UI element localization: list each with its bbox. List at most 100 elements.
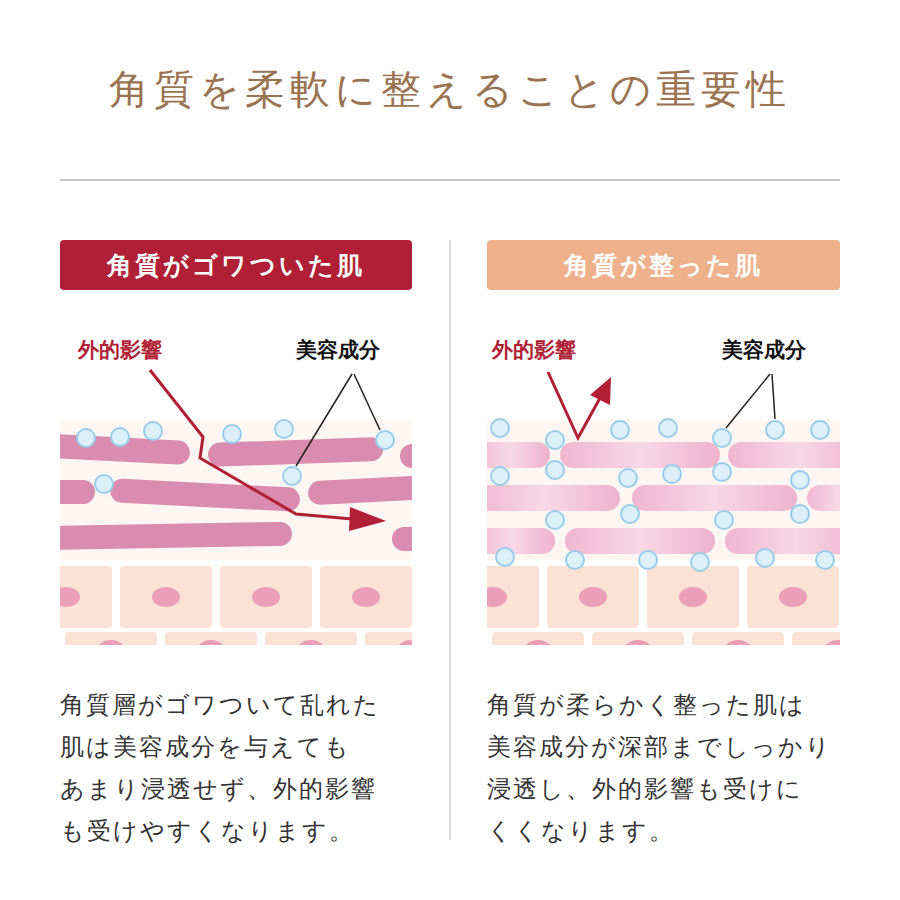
ingredient-dot (491, 419, 509, 437)
cell-layer (824, 640, 840, 645)
ingredient-dot (659, 419, 677, 437)
ingredient-label: 美容成分 (296, 336, 380, 364)
corneocyte (60, 433, 412, 551)
cell-layer (487, 566, 840, 645)
corneocyte (392, 527, 412, 551)
ingredient-dot (275, 420, 293, 438)
ingredient-dot (639, 551, 657, 569)
ingredient-dot (816, 551, 834, 569)
ingredient-dot (77, 429, 95, 447)
external-arrow (548, 372, 611, 438)
cell-layer (492, 632, 584, 645)
corneocyte (60, 480, 95, 504)
cell-layer (265, 632, 357, 645)
cell-layer (724, 640, 752, 645)
ingredient-dot (496, 548, 514, 566)
ingredient-dot (715, 511, 733, 529)
influence-label: 外的影響 (78, 336, 162, 364)
cell-layer (65, 632, 157, 645)
rough-skin (60, 420, 412, 645)
cell-layer (152, 587, 180, 607)
cell-layer (524, 640, 552, 645)
divider-line (60, 179, 840, 181)
ingredient-dot (621, 505, 639, 523)
external-arrow (150, 370, 386, 531)
corneocyte (565, 528, 715, 554)
cell-layer (60, 566, 412, 645)
cell-layer (197, 640, 225, 645)
ingredient-dot (566, 551, 584, 569)
header-text: 角質がゴワついた肌 (107, 249, 365, 282)
ingredient-dot (546, 461, 564, 479)
corneocyte (807, 485, 840, 511)
title: 角質を柔軟に整えることの重要性 (0, 62, 900, 117)
cell-layer (592, 632, 684, 645)
ingredient-dot (95, 475, 113, 493)
cell-layer (792, 632, 840, 645)
ingredient-dot (611, 421, 629, 439)
external-arrow (548, 372, 600, 438)
corneocyte (487, 485, 620, 511)
cell-layer (120, 566, 212, 628)
divider-line (449, 240, 451, 840)
header-band: 角質が整った肌 (487, 240, 840, 290)
cell-layer (487, 566, 539, 628)
corneocyte (487, 528, 555, 554)
ingredient-dot (491, 419, 834, 571)
leader-line (296, 374, 380, 466)
ingredient-dot (546, 431, 564, 449)
corneocyte (632, 485, 797, 511)
ingredient-dot (546, 511, 564, 529)
external-arrow (590, 377, 611, 405)
corneocyte (560, 442, 720, 468)
ingredient-dot (756, 549, 774, 567)
ingredient-dot (619, 469, 637, 487)
ingredient-dot (491, 467, 509, 485)
ingredient-dot (111, 428, 129, 446)
body-text: 角質が柔らかく整った肌は 美容成分が深部までしっかり 浸透し、外的影響も受けに … (487, 684, 857, 852)
leader-line (726, 374, 770, 428)
cell-layer (692, 632, 784, 645)
ingredient-dot (791, 505, 809, 523)
external-arrow (349, 507, 386, 531)
ingredient-dot (144, 422, 162, 440)
corneocyte (110, 478, 301, 512)
cell-layer (747, 566, 839, 628)
cell-layer (352, 587, 380, 607)
smooth-skin (487, 419, 840, 645)
corneocyte (400, 444, 412, 468)
leader-line (726, 374, 775, 428)
corneocyte (487, 442, 840, 554)
header-band: 角質がゴワついた肌 (60, 240, 412, 290)
cell-layer (679, 587, 707, 607)
cell-layer (579, 587, 607, 607)
ingredient-dot (691, 553, 709, 571)
header-text: 角質が整った肌 (564, 249, 763, 282)
external-arrow (150, 370, 352, 519)
ingredient-dot (811, 421, 829, 439)
ingredient-dot (77, 420, 394, 493)
ingredient-dot (283, 467, 301, 485)
cell-layer (165, 632, 257, 645)
cell-layer (779, 587, 807, 607)
corneocyte (60, 522, 292, 551)
influence-label: 外的影響 (492, 336, 576, 364)
cell-layer (252, 587, 280, 607)
cell-layer (624, 640, 652, 645)
cell-layer (487, 587, 507, 607)
corneocyte (487, 442, 550, 468)
ingredient-dot (376, 431, 394, 449)
cell-layer (547, 566, 639, 628)
ingredient-dot (663, 465, 681, 483)
body-text: 角質層がゴワついて乱れた 肌は美容成分を与えても あまり浸透せず、外的影響 も受… (60, 684, 430, 852)
corneocyte (728, 442, 840, 468)
ingredient-dot (713, 429, 731, 447)
ingredient-dot (223, 425, 241, 443)
cell-layer (220, 566, 312, 628)
leader-line (772, 374, 775, 419)
ingredient-dot (713, 463, 731, 481)
cell-layer (397, 640, 412, 645)
cell-layer (60, 566, 112, 628)
